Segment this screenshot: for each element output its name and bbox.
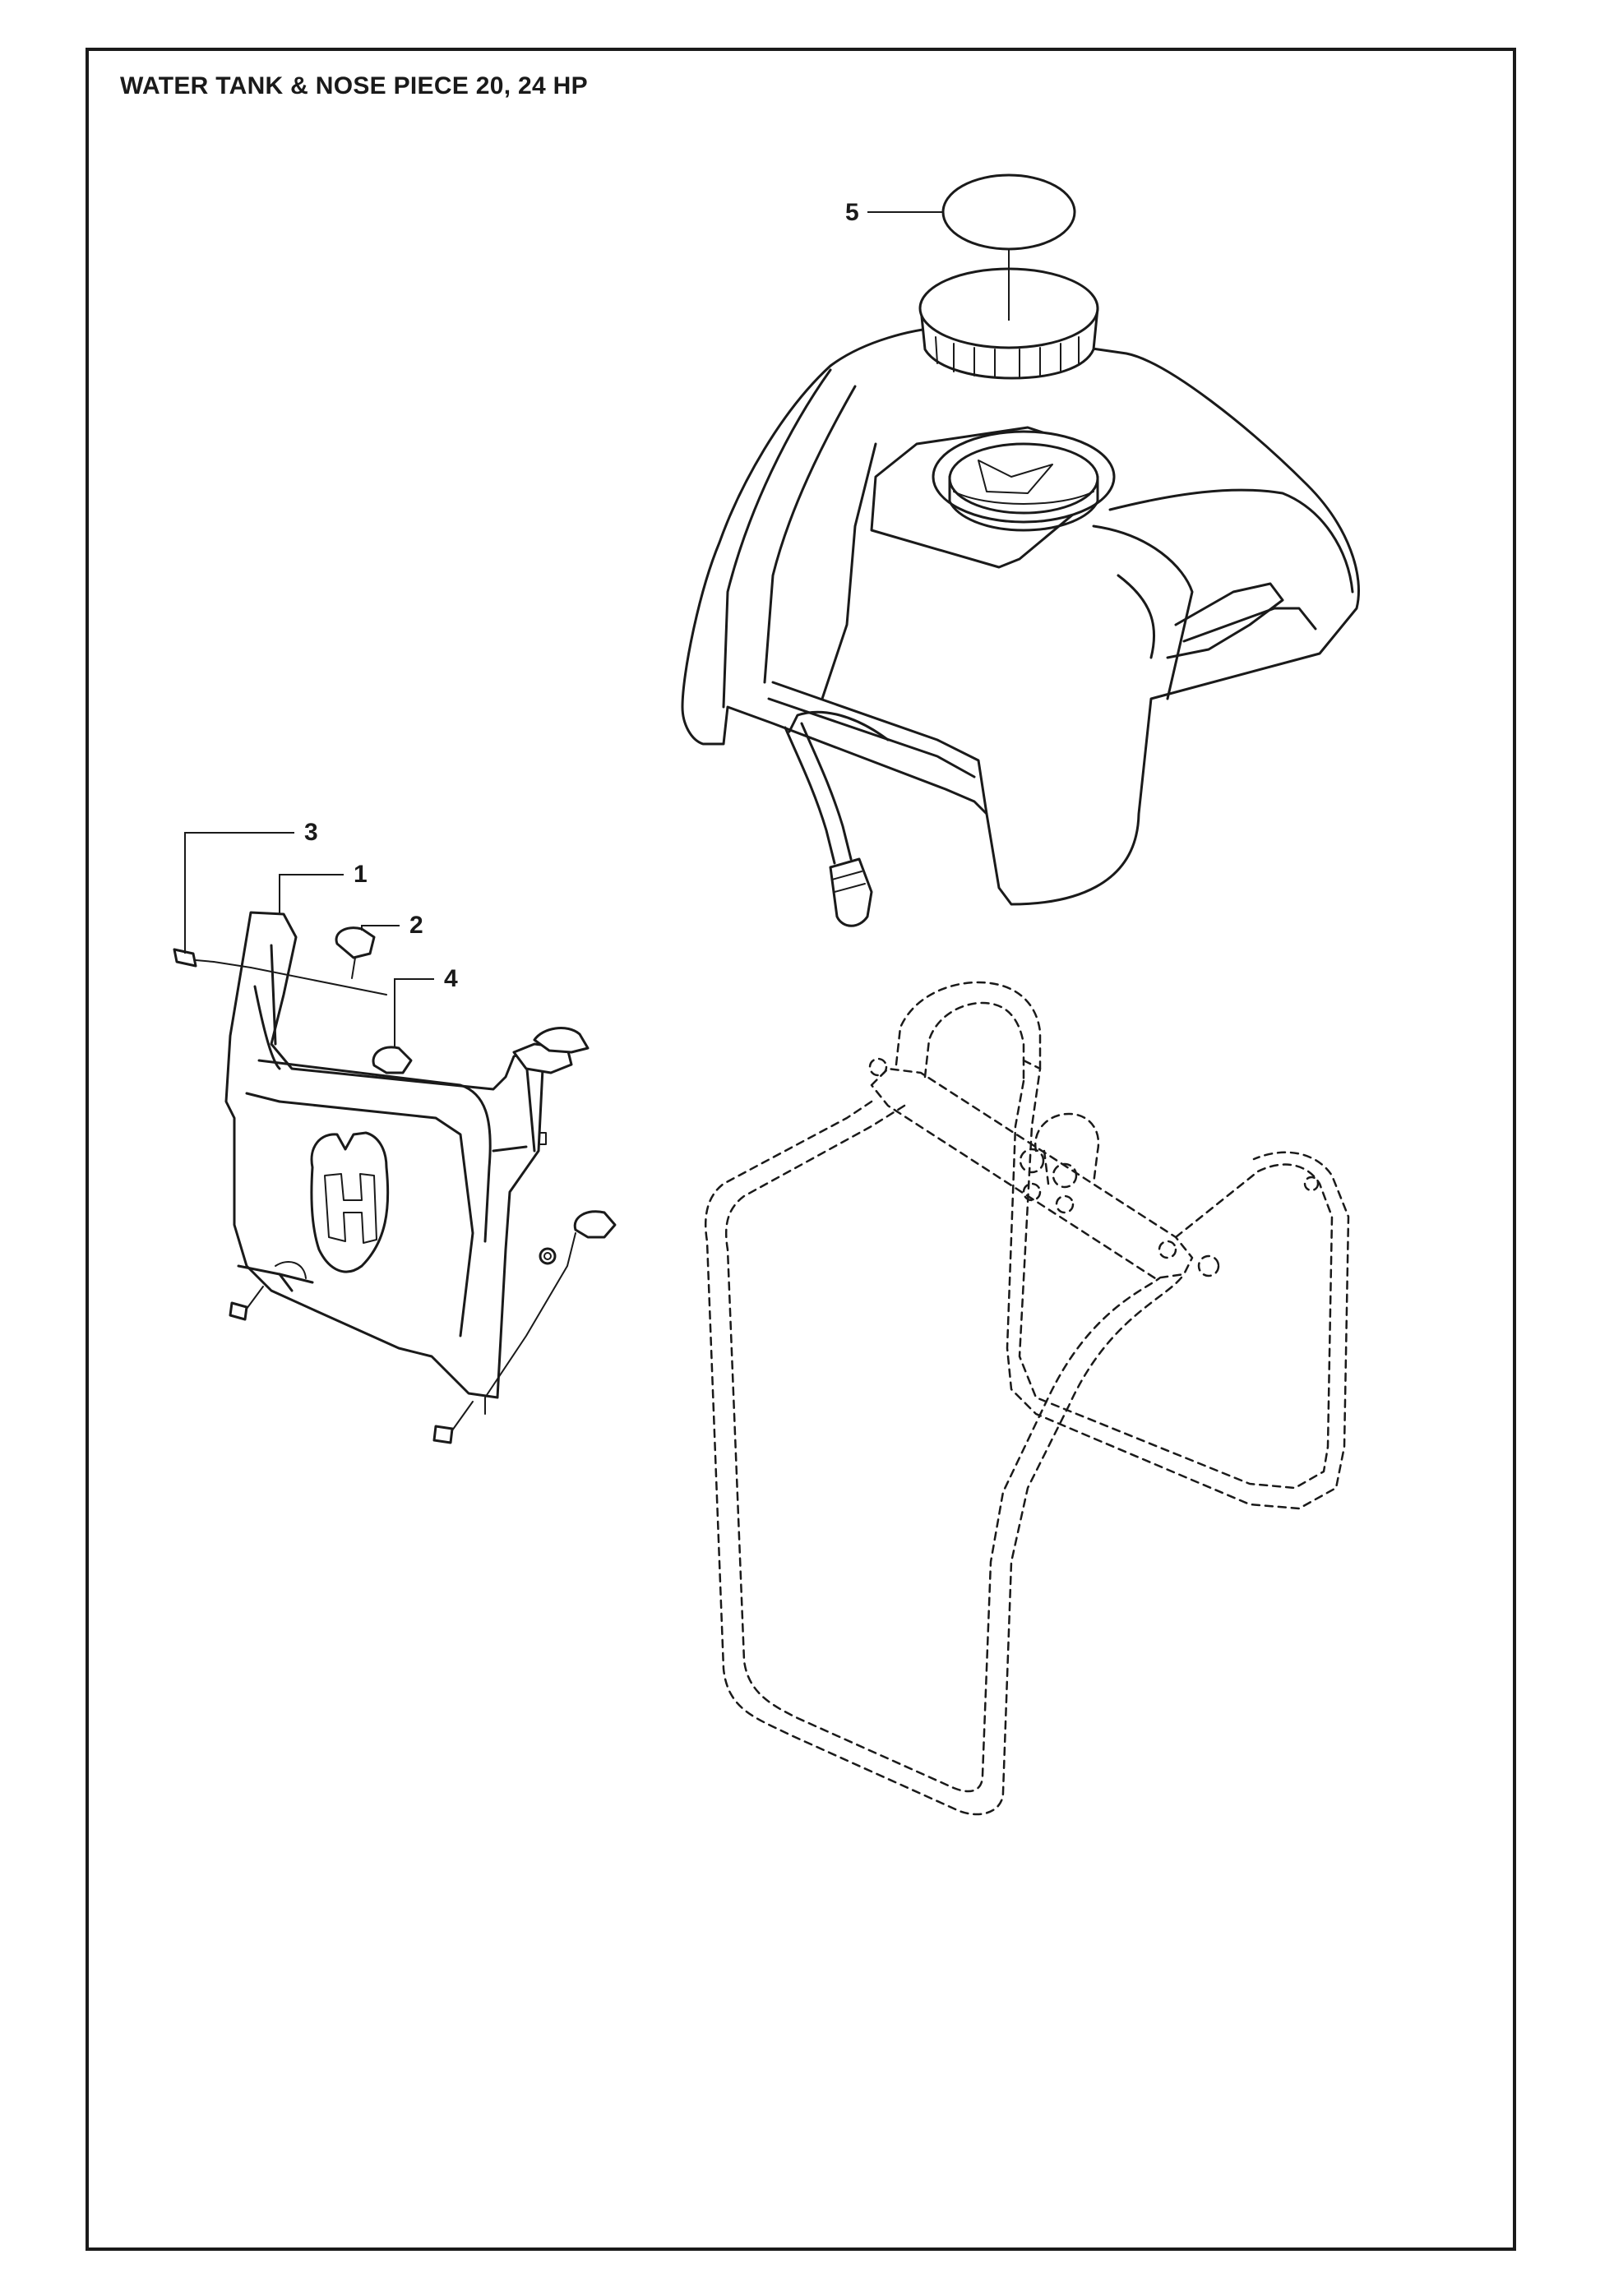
clip-top-right-part (533, 1027, 590, 1054)
clip-4-part (372, 1046, 413, 1074)
callout-3-number: 3 (304, 819, 318, 846)
frame-reference (704, 981, 1350, 1816)
callout-4-number: 4 (444, 965, 458, 992)
callout-2: 2 (361, 912, 423, 939)
callout-5-number: 5 (845, 199, 859, 226)
decal-part (941, 173, 1076, 251)
callout-5: 5 (845, 199, 943, 226)
clip-right-leader (484, 1232, 576, 1415)
callout-3: 3 (184, 819, 318, 954)
callout-4: 4 (394, 965, 458, 1048)
diagram-frame (86, 48, 1516, 2251)
callout-2-number: 2 (409, 912, 423, 939)
callout-1: 1 (279, 861, 368, 914)
clip-right-part (573, 1210, 617, 1239)
screw-3-line (250, 967, 387, 996)
clip-2-pin (351, 957, 356, 979)
diagram-title: WATER TANK & NOSE PIECE 20, 24 HP (120, 72, 588, 99)
clip-2-part (335, 926, 376, 959)
water-tank (681, 326, 1360, 927)
callout-1-number: 1 (354, 861, 368, 888)
screw-bottom-left (229, 1286, 264, 1321)
nose-piece (224, 911, 573, 1399)
screw-3-part (173, 948, 252, 968)
screw-bottom-right (432, 1401, 474, 1444)
